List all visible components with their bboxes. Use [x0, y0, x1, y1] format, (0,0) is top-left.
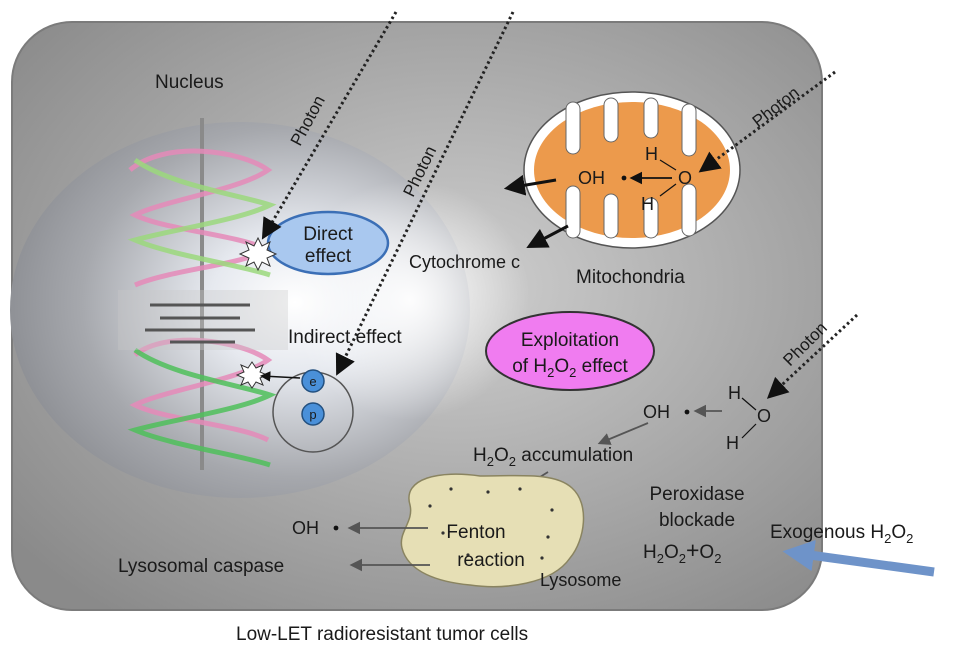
lysosome — [400, 473, 585, 588]
exogenous-h2o2: Exogenous H2O2 — [770, 522, 913, 546]
photon-beam-mitochondria — [698, 70, 836, 173]
mito-bond-bottom — [659, 183, 677, 197]
peroxidase-line2: blockade — [659, 510, 735, 531]
mitochondria-matrix — [534, 102, 730, 238]
water-h-bottom: H — [726, 433, 739, 453]
mito-oh-out-arrow — [503, 174, 557, 196]
peroxidase-line1: Peroxidase — [649, 484, 744, 505]
oh-to-h2o2-arrow — [597, 422, 649, 445]
mitochondria-label: Mitochondria — [576, 267, 685, 288]
lysosomal-caspase: Lysosomal caspase — [118, 556, 284, 577]
cytochrome-arrow — [526, 224, 569, 248]
water-bond-top — [741, 397, 757, 411]
photon-beam-direct — [261, 11, 398, 240]
electron-label: e — [309, 374, 316, 389]
mito-h-bottom: H — [641, 194, 654, 214]
photon-beam-water — [766, 313, 859, 399]
nucleus-title: Nucleus — [155, 72, 224, 93]
proton-label: p — [309, 407, 316, 422]
mito-bond-top — [659, 159, 677, 171]
direct-damage-star — [238, 236, 278, 272]
photon-beam-indirect — [335, 11, 515, 376]
mitochondria-cristae — [565, 97, 697, 239]
water-oh-radical-dot — [684, 409, 690, 415]
lysosome-dots — [428, 487, 554, 560]
electron-to-dna-arrow — [259, 371, 301, 382]
h2o2-accumulation: H2O2 accumulation — [473, 445, 633, 469]
lysosome-label: Lysosome — [540, 570, 621, 590]
mito-oh-radical-dot — [621, 175, 627, 181]
indirect-effect-label: Indirect effect — [288, 327, 402, 348]
cytochrome-label: Cytochrome c — [409, 252, 520, 272]
mito-h-top: H — [645, 144, 658, 164]
proton — [301, 402, 325, 426]
exploitation-bubble — [485, 311, 655, 391]
water-bond-bottom — [741, 423, 757, 439]
water-h-top: H — [728, 383, 741, 403]
direct-effect-line1: Direct — [303, 224, 353, 245]
mito-oh: OH — [578, 168, 605, 188]
lysosome-oh: OH — [292, 518, 319, 538]
water-o: O — [757, 406, 771, 426]
direct-effect-line2: effect — [305, 246, 352, 267]
fenton-line2: reaction — [457, 550, 525, 571]
figure-caption: Low-LET radioresistant tumor cells — [236, 624, 528, 645]
lysosome-oh-radical-dot — [333, 525, 339, 531]
h2o2-plus-o2: H2O2+O2 — [643, 537, 721, 566]
indirect-damage-star — [235, 361, 269, 389]
electron — [301, 369, 325, 393]
exploitation-line2: of H2O2 effect — [512, 356, 628, 380]
dna-helix — [118, 118, 288, 470]
exploitation-line1: Exploitation — [521, 330, 619, 351]
water-oh: OH — [643, 402, 670, 422]
exogenous-arrow — [782, 539, 935, 577]
fenton-line1: Fenton — [446, 522, 505, 543]
mito-o: O — [678, 168, 692, 188]
